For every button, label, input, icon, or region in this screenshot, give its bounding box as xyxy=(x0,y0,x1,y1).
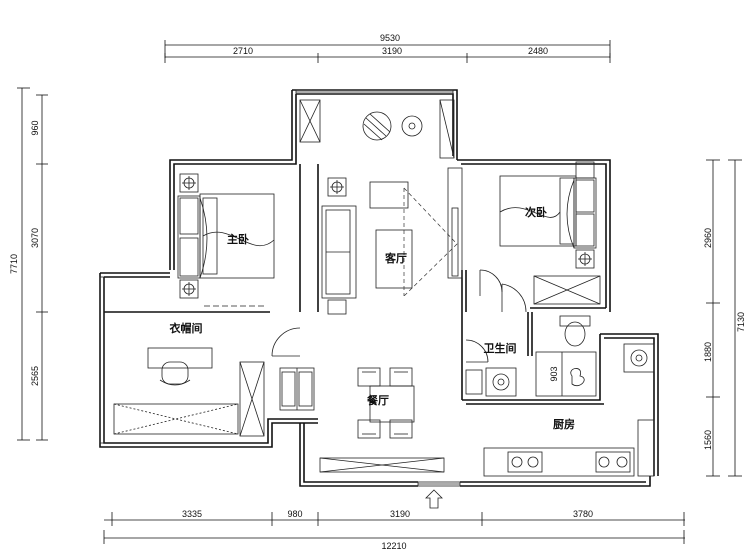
desk-closet xyxy=(147,347,213,369)
dim-top-seg-1: 2710 xyxy=(233,46,253,56)
room-label-second-bedroom: 次卧 xyxy=(525,205,547,219)
dim-top-total: 9530 xyxy=(380,33,400,43)
dim-left-seg-3: 2565 xyxy=(30,366,40,386)
dim-bottom-seg-1: 3335 xyxy=(182,509,202,519)
tv-cabinet-dining xyxy=(319,457,445,473)
fridge xyxy=(623,343,655,373)
room-label-kitchen: 厨房 xyxy=(553,417,575,431)
second-bedroom-cabinet xyxy=(533,275,601,305)
kitchen-counter xyxy=(483,447,635,477)
tv-view-lines xyxy=(403,187,458,297)
dimension-bottom: 3335 980 3190 3780 12210 xyxy=(103,509,685,551)
bath-fixture-code: 903 xyxy=(549,366,559,381)
shoe-cabinet xyxy=(279,367,315,411)
closet-cabinet-bottom xyxy=(113,403,239,435)
nightstand-second-top xyxy=(575,161,595,179)
dim-right-seg-3: 1560 xyxy=(703,430,713,450)
sofa xyxy=(321,205,357,299)
dim-bottom-seg-2: 980 xyxy=(287,509,302,519)
dimension-right: 2960 1880 1560 7130 xyxy=(703,159,746,477)
washing-machine xyxy=(485,367,517,397)
dim-left-seg-1: 960 xyxy=(30,120,40,135)
dim-top-seg-2: 3190 xyxy=(382,46,402,56)
room-label-bathroom: 卫生间 xyxy=(484,341,517,355)
dim-bottom-total: 12210 xyxy=(381,541,406,551)
nightstand-master-bottom xyxy=(179,279,199,299)
room-label-living-room: 客厅 xyxy=(384,251,407,265)
ottoman-living xyxy=(369,181,409,209)
dimension-top: 9530 2710 3190 2480 xyxy=(164,33,611,63)
armchair-living xyxy=(362,111,392,141)
door-bathroom xyxy=(501,283,527,313)
dim-right-seg-2: 1880 xyxy=(703,342,713,362)
nightstand-second-bottom xyxy=(575,249,595,269)
lamp-living xyxy=(327,177,347,197)
dim-left-total: 7710 xyxy=(9,254,19,274)
door-closet xyxy=(271,327,301,357)
dim-right-seg-1: 2960 xyxy=(703,228,713,248)
tv-unit xyxy=(447,167,463,279)
room-label-dining-room: 餐厅 xyxy=(366,393,389,407)
windows xyxy=(99,89,461,487)
entrance-arrow-icon xyxy=(425,489,443,509)
room-label-master-bedroom: 主卧 xyxy=(227,232,249,246)
stove xyxy=(507,451,543,473)
closet-cabinet-right xyxy=(239,361,265,437)
nightstand-master-top xyxy=(179,173,199,193)
dim-top-seg-3: 2480 xyxy=(528,46,548,56)
cabinet-living-top-left xyxy=(299,99,321,143)
shower-area xyxy=(535,351,597,397)
dining-chairs xyxy=(357,367,413,439)
toilet xyxy=(559,315,591,347)
bed-second xyxy=(499,175,577,247)
bed-master xyxy=(199,193,275,279)
dim-bottom-seg-4: 3780 xyxy=(573,509,593,519)
coffee-table xyxy=(375,229,413,289)
chair-closet xyxy=(159,361,191,386)
dim-left-seg-2: 3070 xyxy=(30,228,40,248)
kitchen-side-cabinet xyxy=(637,419,655,477)
side-table-living xyxy=(401,115,423,137)
wardrobe-second xyxy=(566,177,597,249)
dim-bottom-seg-3: 3190 xyxy=(390,509,410,519)
bath-vanity xyxy=(465,369,483,395)
lamp-living-lower xyxy=(327,299,347,315)
door-dining-kitchen xyxy=(465,339,489,363)
kitchen-sink xyxy=(595,451,631,473)
room-label-closet: 衣帽间 xyxy=(170,321,203,335)
door-second-bedroom xyxy=(479,269,503,296)
dimension-left: 7710 960 3070 2565 xyxy=(9,87,48,441)
dim-right-total: 7130 xyxy=(736,312,746,332)
cabinet-living-top-right xyxy=(439,99,455,159)
